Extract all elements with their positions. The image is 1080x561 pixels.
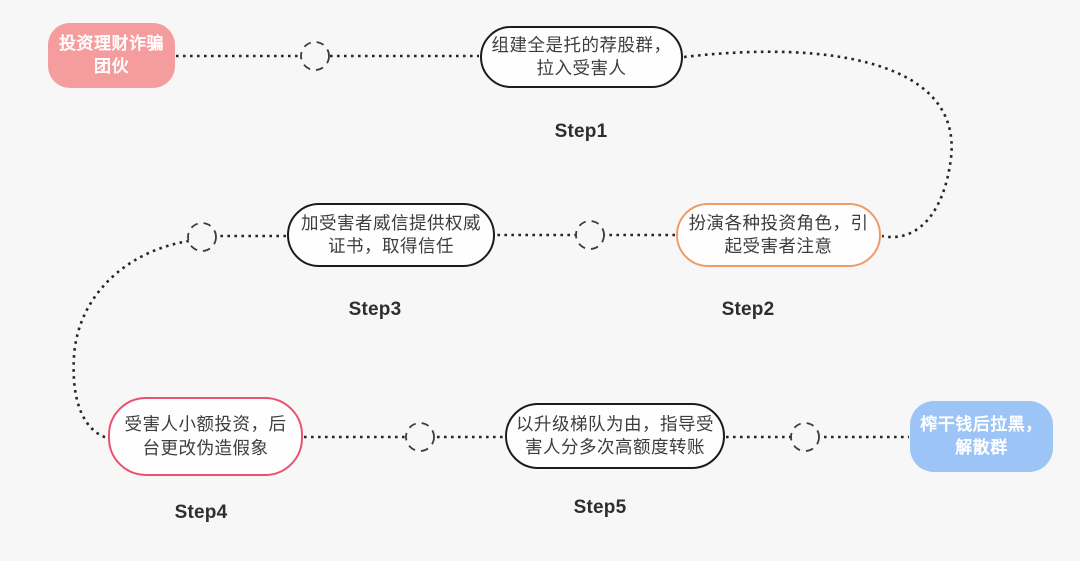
node-block-disband: 榨干钱后拉黑， 解散群 xyxy=(910,401,1053,472)
node-step3-gain-trust: 加受害者威信提供权威 证书，取得信任 xyxy=(287,203,495,267)
connector-junction-step4 xyxy=(72,239,190,440)
node-step1-create-group: 组建全是托的荐股群， 拉入受害人 xyxy=(480,26,683,88)
step4-label: Step4 xyxy=(174,502,228,523)
step3-label: Step3 xyxy=(348,299,402,320)
junction-circle-2 xyxy=(575,220,605,250)
junction-circle-3 xyxy=(187,222,217,252)
step2-label: Step2 xyxy=(721,299,775,320)
step1-label: Step1 xyxy=(554,121,608,142)
node-scam-gang: 投资理财诈骗 团伙 xyxy=(48,23,175,88)
node-step4-small-invest: 受害人小额投资，后 台更改伪造假象 xyxy=(108,397,303,476)
connector-step1-step2 xyxy=(683,50,953,239)
junction-circle-4 xyxy=(405,422,435,452)
junction-circle-5 xyxy=(790,422,820,452)
step5-label: Step5 xyxy=(573,497,627,518)
node-step5-large-transfer: 以升级梯队为由，指导受 害人分多次高额度转账 xyxy=(505,403,725,469)
junction-circle-1 xyxy=(300,41,330,71)
node-step2-play-roles: 扮演各种投资角色，引 起受害者注意 xyxy=(676,203,881,267)
